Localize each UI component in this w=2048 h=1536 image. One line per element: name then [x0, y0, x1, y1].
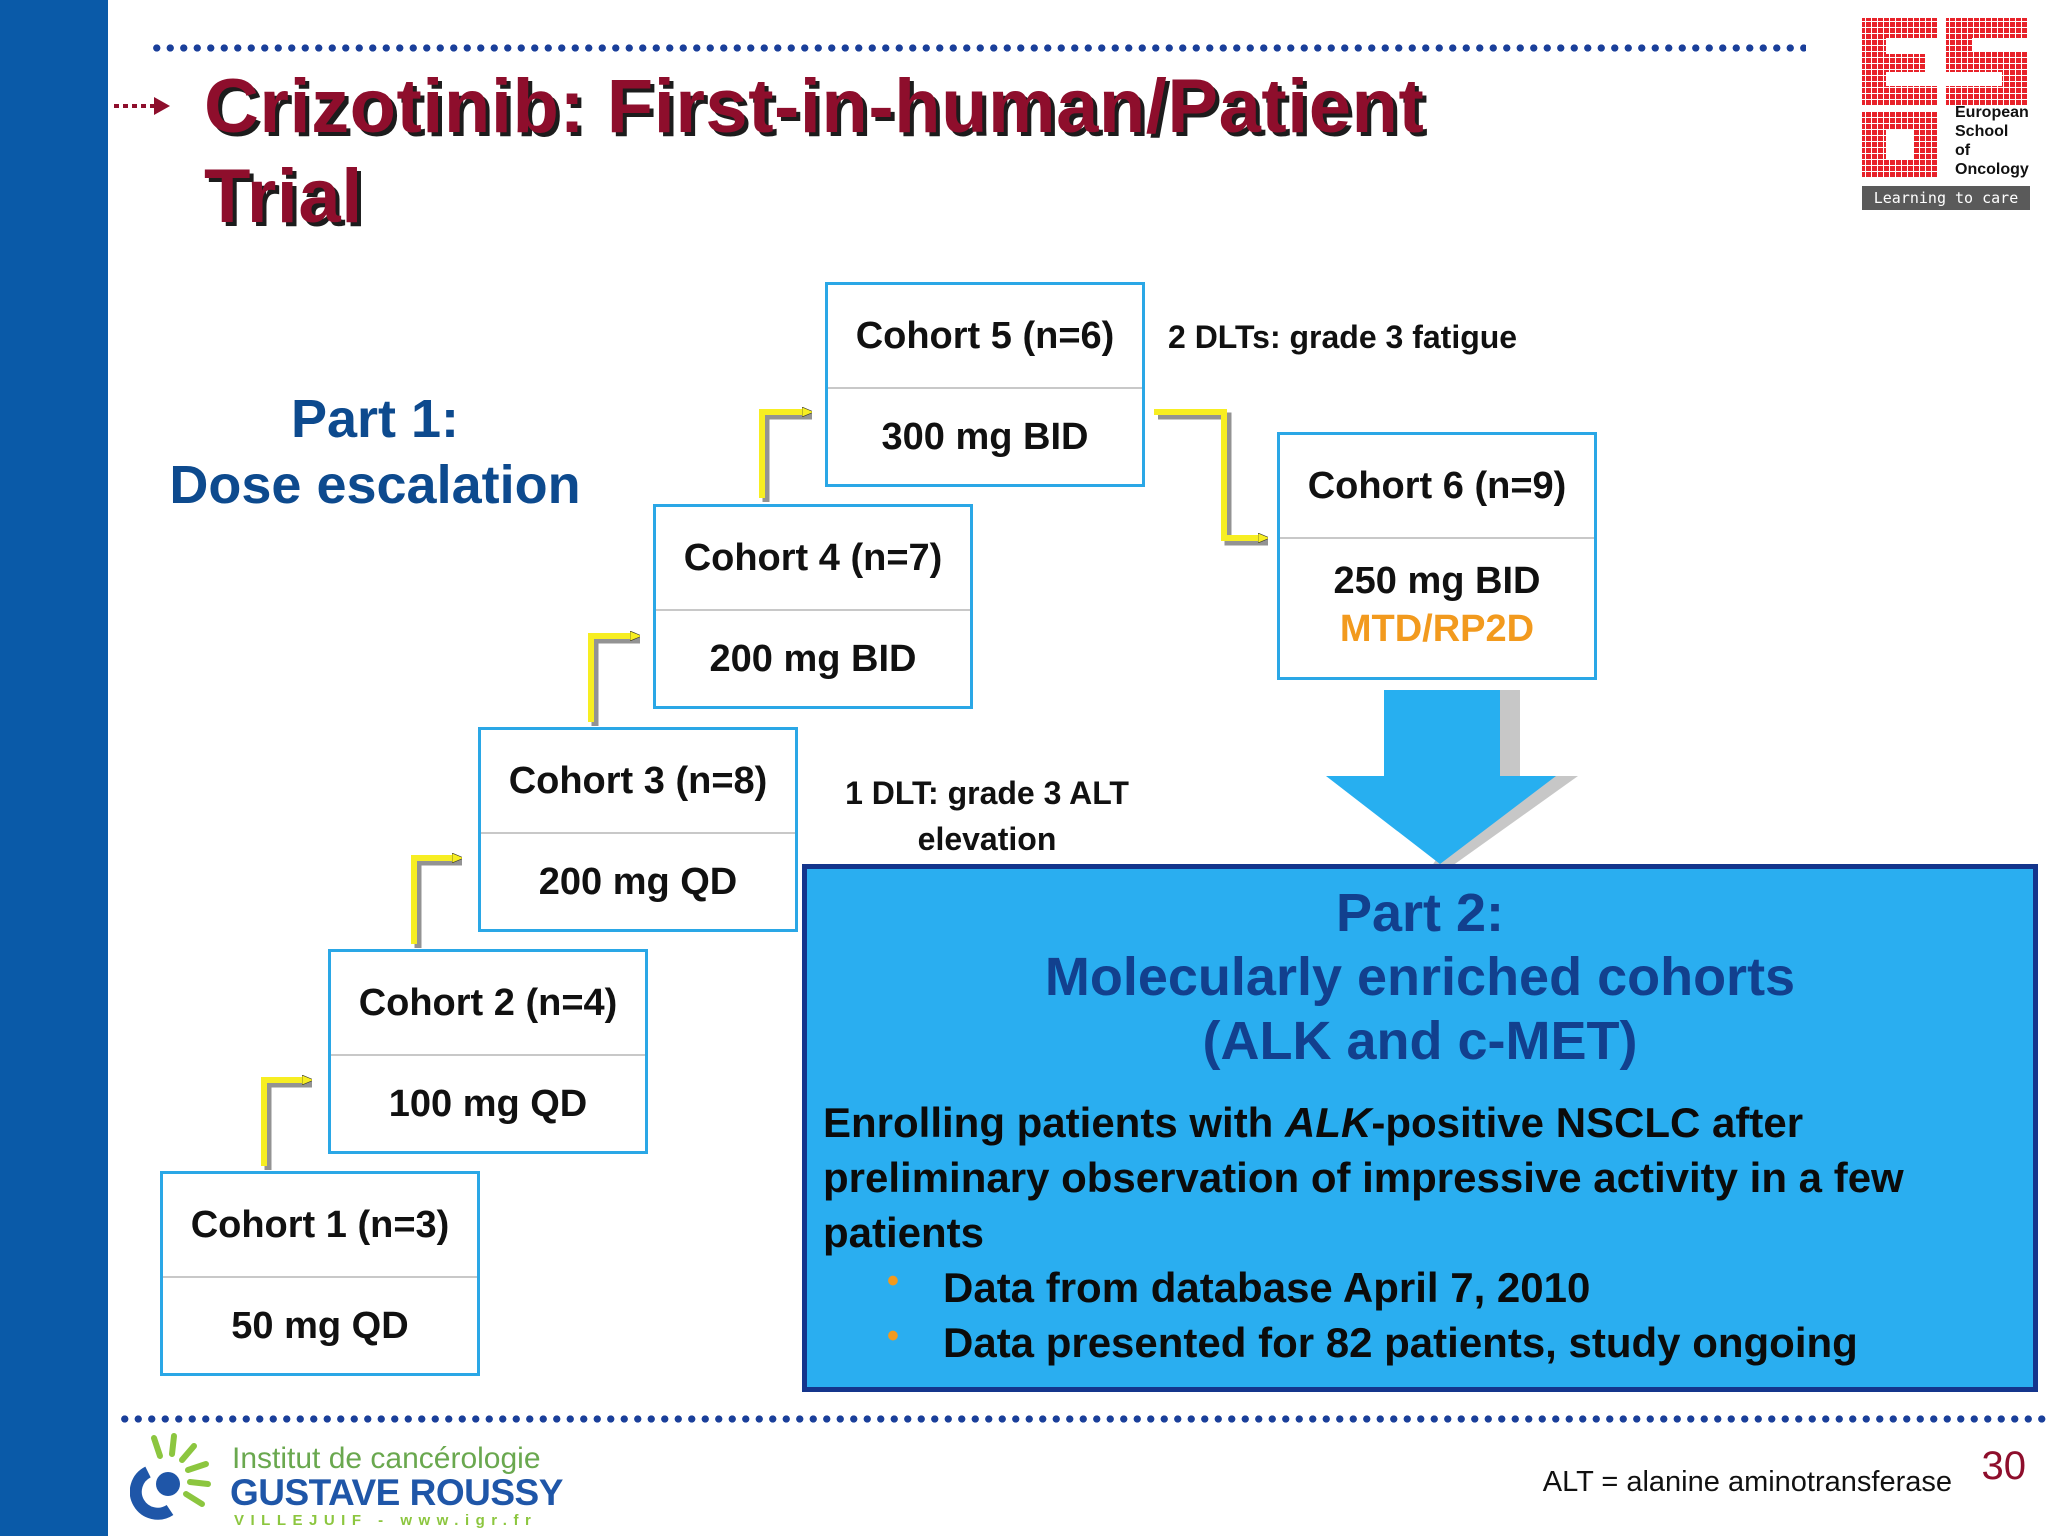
cohort-5-dose: 300 mg BID [881, 416, 1089, 458]
slide-title: Crizotinib: First-in-human/Patient Trial [204, 64, 1425, 239]
part1-heading-line1: Part 1: [290, 389, 460, 449]
eso-logo-text: European School of Oncology [1955, 103, 2029, 179]
cohort-3-box: Cohort 3 (n=8) 200 mg QD [478, 727, 798, 932]
cohort-3-dlt-note: 1 DLT: grade 3 ALT elevation [845, 775, 1129, 857]
eso-line-4: Oncology [1955, 161, 2029, 178]
cohort-4-box: Cohort 4 (n=7) 200 mg BID [653, 504, 973, 709]
part2-heading-line2: Molecularly enriched cohorts [1044, 947, 1796, 1007]
cohort-2-label: Cohort 2 (n=4) [331, 952, 645, 1056]
part2-bullet-list: • Data from database April 7, 2010 • Data … [823, 1260, 2023, 1370]
eso-line-1: European [1955, 104, 2029, 121]
cohort-1-dose: 50 mg QD [231, 1305, 409, 1347]
arrow-4-to-5 [759, 412, 808, 498]
cohort-6-box: Cohort 6 (n=9) 250 mg BID MTD/RP2D [1277, 432, 1597, 680]
bullet-text: Data from database April 7, 2010 [943, 1264, 1591, 1311]
part2-heading: Part 2: Molecularly enriched cohorts (AL… [807, 881, 2033, 1073]
arrow-5-to-6 [1154, 409, 1264, 538]
cohort-6-dose: 250 mg BID MTD/RP2D [1280, 539, 1594, 653]
cohort-4-dose: 200 mg BID [709, 638, 917, 680]
title-arrow-icon [114, 97, 170, 115]
igr-logo-icon [130, 1433, 211, 1520]
cohort-5-dlt-note: 2 DLTs: grade 3 fatigue [1168, 319, 1518, 355]
arrow-3-to-4 [588, 636, 636, 722]
cohort-1-box: Cohort 1 (n=3) 50 mg QD [160, 1171, 480, 1376]
list-item: • Data presented for 82 patients, study o… [887, 1315, 2023, 1370]
part2-body-prefix: Enrolling patients with [823, 1099, 1285, 1146]
part2-box: Part 2: Molecularly enriched cohorts (AL… [802, 864, 2038, 1392]
eso-line-2: School [1955, 123, 2009, 140]
part1-heading-line2: Dose escalation [169, 455, 581, 515]
bullet-icon: • [887, 1317, 899, 1355]
eso-line-3: of [1955, 142, 1971, 159]
bullet-text: Data presented for 82 patients, study on… [943, 1319, 1858, 1366]
cohort-5-box: Cohort 5 (n=6) 300 mg BID [825, 282, 1145, 487]
cohort-2-dose: 100 mg QD [388, 1083, 588, 1125]
part2-heading-line3: (ALK and c-MET) [1202, 1011, 1638, 1071]
igr-logo-line2: GUSTAVE ROUSSY [230, 1472, 563, 1513]
part2-body-suffix: -positive NSCLC after preliminary observ… [823, 1099, 1904, 1256]
footnote: ALT = alanine aminotransferase [1542, 1466, 1952, 1498]
cohort-5-label: Cohort 5 (n=6) [828, 285, 1142, 389]
cohort-6-dose-value: 250 mg BID [1333, 560, 1541, 602]
bottom-dotted-divider [118, 1415, 2048, 1423]
part2-heading-line1: Part 2: [1335, 883, 1505, 943]
cohort-1-label: Cohort 1 (n=3) [163, 1174, 477, 1278]
arrow-1-to-2 [261, 1080, 308, 1166]
list-item: • Data from database April 7, 2010 [887, 1260, 2023, 1315]
top-dotted-divider [150, 44, 1806, 52]
eso-tagline: Learning to care [1862, 186, 2030, 210]
cohort-6-label: Cohort 6 (n=9) [1280, 435, 1594, 539]
part2-body: Enrolling patients with ALK-positive NSC… [823, 1095, 2023, 1370]
cohort-2-box: Cohort 2 (n=4) 100 mg QD [328, 949, 648, 1154]
cohort-3-dose: 200 mg QD [538, 861, 738, 903]
igr-logo-line3: VILLEJUIF - www.igr.fr [234, 1512, 538, 1529]
cohort-4-label: Cohort 4 (n=7) [656, 507, 970, 611]
igr-logo-line1: Institut de cancérologie [232, 1442, 541, 1475]
bullet-icon: • [887, 1262, 899, 1300]
eso-logo-icon [1862, 18, 2028, 178]
down-arrow-icon [1326, 690, 1578, 866]
left-bar [0, 0, 108, 1536]
arrow-2-to-3 [411, 858, 458, 944]
part2-body-gene: ALK [1285, 1099, 1372, 1146]
page-number: 30 [1981, 1444, 2027, 1488]
cohort-3-label: Cohort 3 (n=8) [481, 730, 795, 834]
cohort-6-mtd-label: MTD/RP2D [1339, 608, 1535, 650]
